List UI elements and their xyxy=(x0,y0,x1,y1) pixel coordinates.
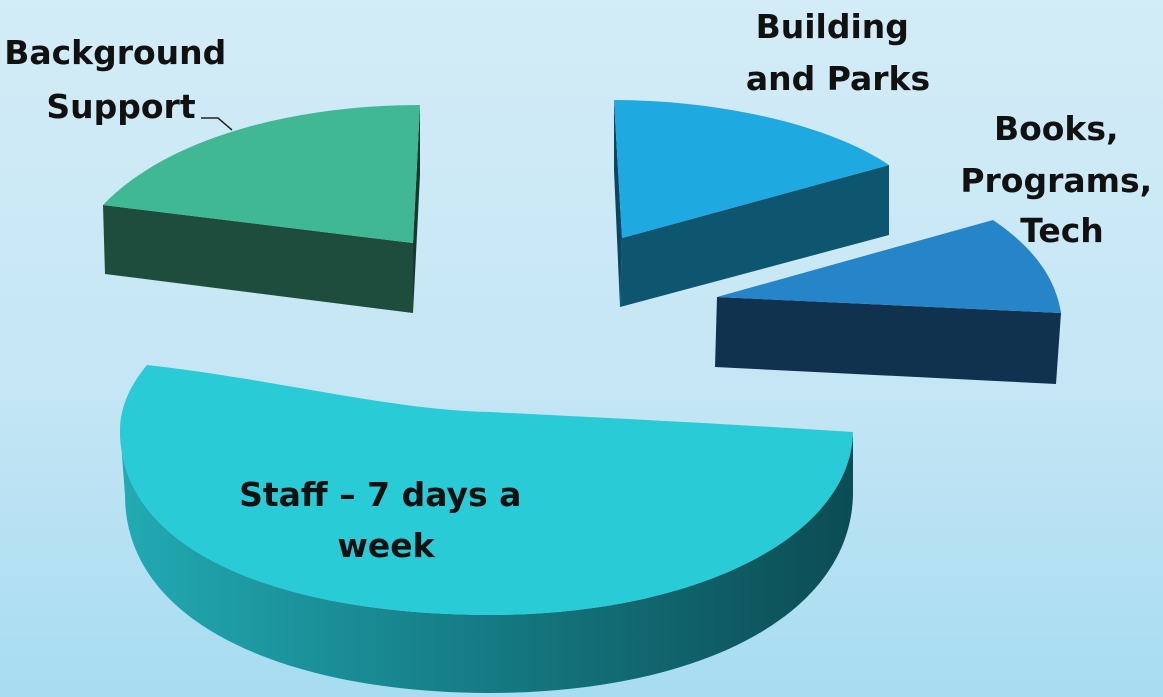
slice-books-programs-tech-top xyxy=(717,220,1061,313)
slice-staff xyxy=(120,365,853,693)
label-background-support: Background Support xyxy=(4,33,238,126)
slice-background-support-side-right xyxy=(413,105,420,313)
label-building-and-parks: Building and Parks xyxy=(746,7,930,98)
label-background-support-line-1: Background xyxy=(4,33,226,72)
slice-background-support xyxy=(103,105,420,313)
slice-books-programs-tech xyxy=(715,220,1061,384)
slice-books-programs-tech-side xyxy=(715,297,1061,384)
slice-building-and-parks xyxy=(614,100,889,307)
label-books-programs-tech-line-3: Tech xyxy=(1020,211,1104,250)
label-background-support-line-2: Support xyxy=(46,87,195,126)
slice-background-support-side xyxy=(103,205,413,313)
slice-building-and-parks-top xyxy=(614,100,889,238)
label-building-and-parks-line-2: and Parks xyxy=(746,59,930,98)
slice-background-support-top xyxy=(103,105,420,243)
label-books-programs-tech-line-2: Programs, xyxy=(960,161,1152,200)
label-staff-line-1: Staff – 7 days a xyxy=(239,475,521,514)
background-support-leader-line xyxy=(201,117,233,131)
slice-building-and-parks-side xyxy=(620,165,889,307)
slice-staff-side xyxy=(120,430,853,693)
label-books-programs-tech-line-1: Books, xyxy=(994,109,1119,148)
label-books-programs-tech: Books, Programs, Tech xyxy=(960,109,1163,250)
label-staff: Staff – 7 days a week xyxy=(239,475,533,565)
label-staff-line-2: week xyxy=(337,526,435,565)
label-building-and-parks-line-1: Building xyxy=(756,7,909,46)
slice-building-and-parks-side-left xyxy=(614,100,622,307)
slice-staff-top xyxy=(120,365,853,615)
